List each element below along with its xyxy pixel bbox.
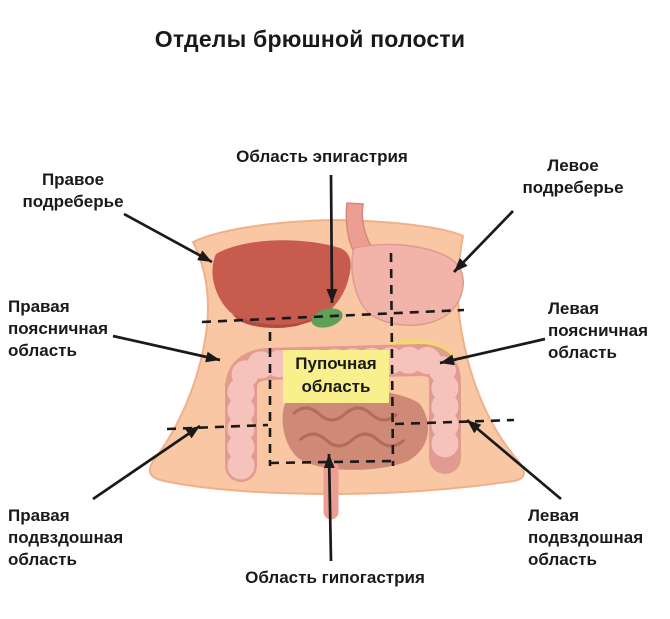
- arrow-right-lumbar: [112, 334, 221, 363]
- label-left-iliac-region: Левая подвздошная область: [528, 506, 644, 569]
- region-divider-lines: [166, 252, 515, 467]
- umbilical-box-bottom: [269, 459, 394, 465]
- arrow-left-iliac: [466, 418, 562, 501]
- small-intestine-coils: [291, 406, 399, 422]
- liver: [212, 240, 351, 327]
- label-hypogastric-region: Область гипогастрия: [245, 568, 425, 587]
- divider-lower-horizontal-right: [394, 418, 515, 426]
- arrow-hypogastric: [323, 453, 335, 562]
- label-epigastric-region: Область эпигастрия: [236, 147, 408, 166]
- divider-vertical-right: [389, 252, 395, 467]
- label-right-lumbar-region: Правая поясничная область: [8, 297, 109, 360]
- label-left-hypochondrium: Левое подреберье: [522, 156, 624, 197]
- label-left-lumbar-region: Левая поясничная область: [548, 299, 649, 362]
- arrow-left-lumbar: [439, 337, 546, 366]
- arrow-right-iliac: [92, 424, 201, 501]
- arrow-right-hypochondrium: [123, 212, 213, 264]
- label-right-iliac-region: Правая подвздошная область: [8, 506, 124, 569]
- divider-upper-horizontal: [201, 308, 465, 324]
- small-intestine-coils-2: [298, 432, 406, 448]
- label-right-hypochondrium: Правое подреберье: [22, 170, 124, 211]
- divider-lower-horizontal-left: [166, 423, 269, 431]
- arrow-left-hypochondrium: [453, 210, 514, 273]
- stomach: [351, 243, 464, 326]
- pointer-arrows: [92, 174, 562, 562]
- diagram-title: Отделы брюшной полости: [154, 26, 466, 52]
- label-umbilical-region: Пупочная область: [283, 350, 389, 403]
- arrow-epigastric: [326, 174, 338, 304]
- gallbladder: [311, 308, 343, 328]
- liver-shadow: [232, 314, 314, 329]
